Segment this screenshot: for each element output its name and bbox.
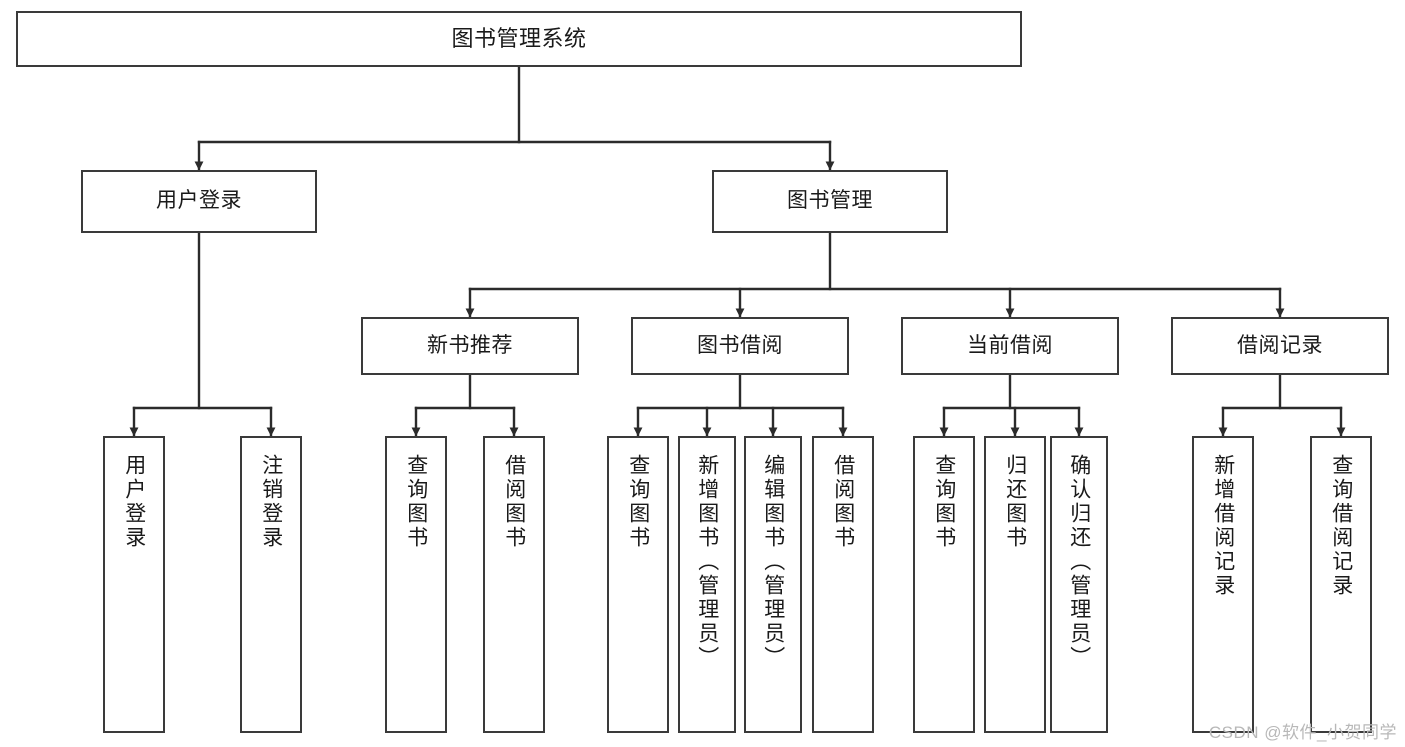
node-label: 新增借阅记录 xyxy=(1211,454,1235,598)
node-l3-record[interactable]: 借阅记录 xyxy=(1171,317,1389,375)
node-label: 用户登录 xyxy=(122,454,146,550)
node-label: 查询图书 xyxy=(404,454,428,550)
node-label: 查询图书 xyxy=(626,454,650,550)
node-label: 借阅图书 xyxy=(831,454,855,550)
node-label: 借阅记录 xyxy=(1237,333,1323,357)
node-l4-logout[interactable]: 注销登录 xyxy=(240,436,302,733)
node-label: 归还图书 xyxy=(1003,454,1027,550)
node-label: 新增图书（管理员） xyxy=(695,454,719,670)
node-l4-edit[interactable]: 编辑图书（管理员） xyxy=(744,436,802,733)
node-l3-borrow[interactable]: 图书借阅 xyxy=(631,317,849,375)
node-label: 注销登录 xyxy=(259,454,283,550)
node-label: 用户登录 xyxy=(156,189,242,213)
node-l4-userlogin[interactable]: 用户登录 xyxy=(103,436,165,733)
node-l4-addrec[interactable]: 新增借阅记录 xyxy=(1192,436,1254,733)
csdn-watermark: CSDN @软件_小贺同学 xyxy=(1208,723,1397,742)
node-l3-newbook[interactable]: 新书推荐 xyxy=(361,317,579,375)
node-label: 编辑图书（管理员） xyxy=(761,454,785,670)
node-l4-q1[interactable]: 查询图书 xyxy=(385,436,447,733)
node-label: 新书推荐 xyxy=(427,333,513,357)
node-l4-q2[interactable]: 查询图书 xyxy=(607,436,669,733)
node-label: 图书管理 xyxy=(787,189,873,213)
node-label: 查询借阅记录 xyxy=(1329,454,1353,598)
node-l4-q3[interactable]: 查询图书 xyxy=(913,436,975,733)
node-l4-b1[interactable]: 借阅图书 xyxy=(483,436,545,733)
node-l4-add[interactable]: 新增图书（管理员） xyxy=(678,436,736,733)
node-label: 查询图书 xyxy=(932,454,956,550)
node-l2-login[interactable]: 用户登录 xyxy=(81,170,317,233)
node-l4-confirm[interactable]: 确认归还（管理员） xyxy=(1050,436,1108,733)
node-label: 确认归还（管理员） xyxy=(1067,454,1091,670)
node-l4-qrec[interactable]: 查询借阅记录 xyxy=(1310,436,1372,733)
node-label: 图书借阅 xyxy=(697,333,783,357)
node-root[interactable]: 图书管理系统 xyxy=(16,11,1022,67)
node-label: 借阅图书 xyxy=(502,454,526,550)
node-l2-bookmgr[interactable]: 图书管理 xyxy=(712,170,948,233)
node-label: 当前借阅 xyxy=(967,333,1053,357)
node-l4-b2[interactable]: 借阅图书 xyxy=(812,436,874,733)
node-label: 图书管理系统 xyxy=(451,26,587,52)
node-l4-return[interactable]: 归还图书 xyxy=(984,436,1046,733)
node-l3-current[interactable]: 当前借阅 xyxy=(901,317,1119,375)
